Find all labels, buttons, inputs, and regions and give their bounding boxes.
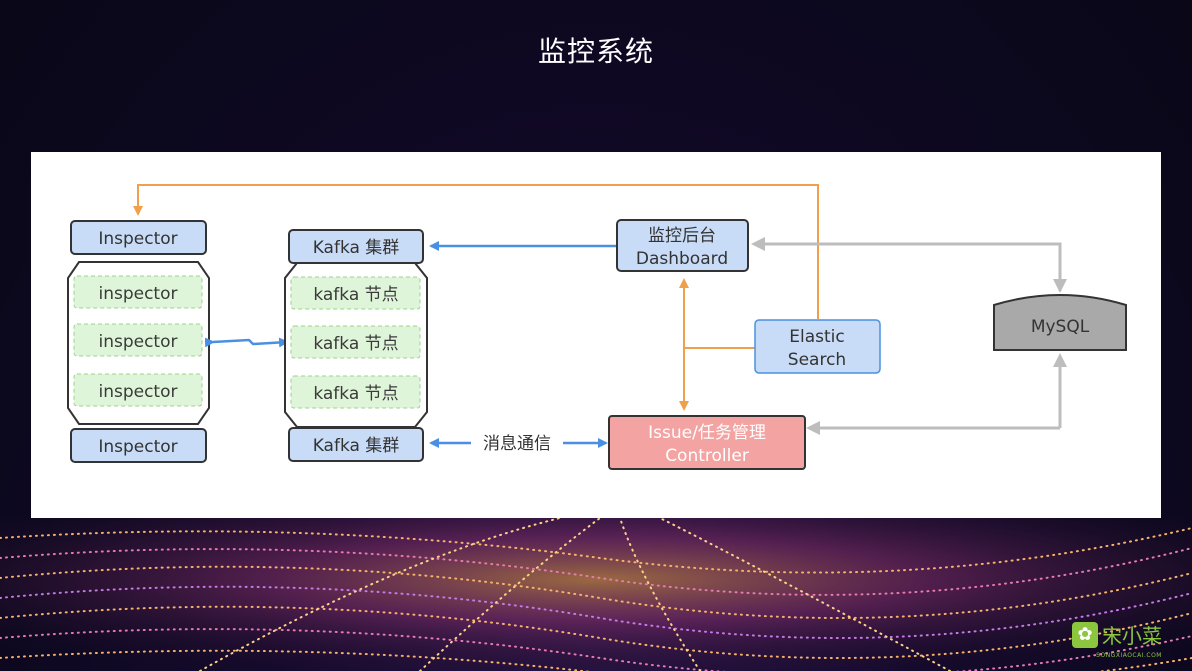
elastic-to-inspector-edge [133,184,819,319]
message-edge-label: 消息通信 [483,434,551,454]
kafka-node-1 [290,276,421,310]
logo-text: 宋小菜 [1102,624,1162,648]
brand-logo: ✿ 宋小菜 SONGXIAOCAI.COM [1072,620,1162,659]
kafka-node-3-label: kafka 节点 [313,384,398,404]
kafka-node-1-label: kafka 节点 [313,285,398,305]
controller-label-1: Issue/任务管理 [648,423,766,443]
mysql-label: MySQL [1031,317,1090,337]
inspector-top-node [70,220,207,255]
kafka-node-3 [290,375,421,409]
kafka-bottom-label: Kafka 集群 [313,436,400,456]
kafka-top-label: Kafka 集群 [313,238,400,258]
leaf-icon: ✿ [1072,621,1098,648]
inspector-bottom-node [70,428,207,463]
kafka-bottom-node [288,427,424,462]
dashboard-label-2: Dashboard [636,249,728,269]
particle-background [0,518,1192,671]
inspector-top-label: Inspector [98,229,177,249]
inspector-bottom-label: Inspector [98,437,177,457]
logo-subtext: SONGXIAOCAI.COM [1096,652,1162,659]
elastic-search-node [754,319,881,374]
elastic-label-1: Elastic [789,327,844,347]
inspector-worker-3-label: inspector [98,382,177,402]
elastic-label-2: Search [788,350,846,370]
dashboard-label-1: 监控后台 [648,226,716,246]
architecture-diagram: Inspector inspector inspector inspector … [67,184,1127,470]
inspector-worker-2 [73,323,203,357]
dashboard-node [616,219,749,272]
kafka-node-2 [290,325,421,359]
inspector-worker-1 [73,275,203,309]
inspector-kafka-edge [204,337,289,348]
controller-node [608,415,806,470]
mysql-node [993,294,1127,351]
dashboard-mysql-edge [751,237,1062,291]
inspector-worker-2-label: inspector [98,332,177,352]
slide-title: 监控系统 [537,35,654,68]
inspector-worker-3 [73,373,203,407]
kafka-node-2-label: kafka 节点 [313,334,398,354]
diagram-panel: Inspector inspector inspector inspector … [31,152,1161,518]
controller-label-2: Controller [665,446,749,466]
particle-waves [0,518,1192,671]
inspector-worker-1-label: inspector [98,284,177,304]
